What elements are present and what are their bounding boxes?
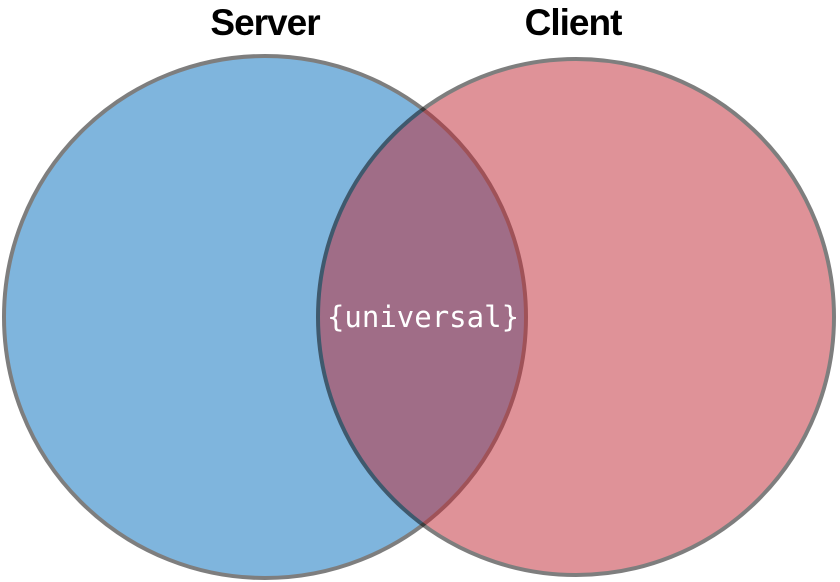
client-title: Client: [525, 2, 622, 43]
server-title: Server: [210, 2, 320, 43]
intersection-label: {universal}: [327, 300, 519, 334]
client-circle: [316, 57, 836, 577]
